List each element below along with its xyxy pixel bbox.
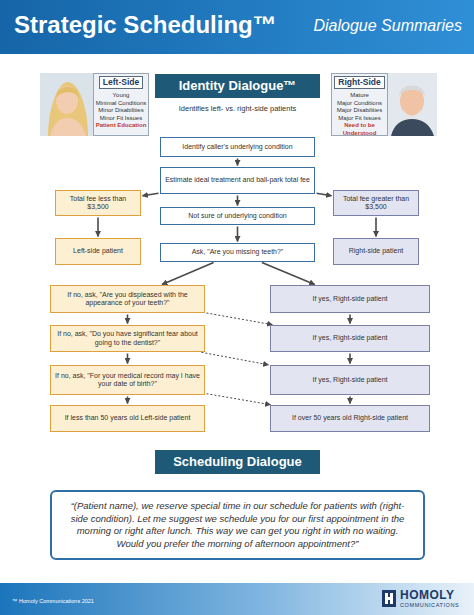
- flow-arrow: [127, 315, 129, 324]
- flow-arrow: [375, 218, 377, 237]
- flow-arrow: [97, 218, 99, 237]
- panel-item: Minor Disabilities: [98, 107, 143, 115]
- panel-item: Patient Education: [96, 122, 147, 130]
- panel-item: Minor Fit Issues: [100, 115, 142, 123]
- flow-arrow: [317, 193, 332, 196]
- panel-item: Need to be Understood: [333, 122, 386, 137]
- panel-item: Major Conditions: [337, 100, 382, 108]
- flow-arrow: [349, 315, 351, 324]
- right-box: If yes, Right-side patient: [270, 285, 430, 313]
- box-text: If less than 50 years old Left-side pati…: [65, 414, 191, 423]
- left-box: If no, ask, "Do you have significant fea…: [50, 325, 205, 352]
- box-text: Right-side patient: [349, 247, 403, 256]
- right-photo: [388, 73, 437, 136]
- box-text: Total fee greater than $3,500: [338, 195, 414, 212]
- box-text: If no, ask, "For your medical record may…: [55, 372, 200, 389]
- section-band: Identity Dialogue™ Identifies left- vs. r…: [155, 74, 320, 122]
- band-note: Identifies left- vs. right-side patients: [179, 104, 297, 114]
- page-title: Strategic Scheduling™: [14, 11, 277, 39]
- flow-arrow: [349, 354, 351, 364]
- side-panel: Left-SideYoungMinimal ConditionsMinor Di…: [93, 73, 149, 136]
- panel-item: Minimal Conditions: [96, 100, 147, 108]
- box-text: Left-side patient: [73, 247, 123, 256]
- left-box: If no, ask, "Are you displeased with the…: [50, 285, 205, 313]
- logo-text: COMMUNICATIONS: [400, 602, 459, 608]
- process-box: Ask, "Are you missing teeth?": [160, 243, 315, 262]
- flow-arrow: [127, 397, 129, 404]
- right-box: If yes, Right-side patient: [270, 325, 430, 352]
- panel-item: Major Disabilities: [337, 107, 382, 115]
- band-heading: Scheduling Dialogue: [155, 450, 320, 474]
- copyright-note: ™ Homoly Communications 2021: [12, 598, 94, 604]
- box-text: If yes, Right-side patient: [312, 295, 387, 304]
- box-text: Not sure of underlying condition: [188, 212, 286, 221]
- dotted-arrow: [207, 313, 273, 325]
- process-box: Identify caller's underlying condition: [160, 137, 315, 157]
- panel-item: Major Fit Issues: [338, 115, 380, 123]
- band-heading: Identity Dialogue™: [155, 74, 320, 98]
- flow-arrow: [237, 159, 239, 166]
- flow-arrow: [349, 397, 351, 404]
- right-box: If over 50 years old Right-side patient: [270, 405, 430, 432]
- dotted-arrow: [201, 352, 268, 365]
- flow-arrow: [127, 354, 129, 364]
- process-box: Not sure of underlying condition: [160, 207, 315, 225]
- right-box: Total fee greater than $3,500: [333, 190, 419, 216]
- panel-item: Young: [113, 92, 130, 100]
- box-text: If no, ask, "Are you displeased with the…: [55, 291, 200, 308]
- footer-band: [0, 583, 474, 615]
- box-text: Total fee less than $3,500: [60, 195, 136, 212]
- logo-text: HOMOLY: [400, 588, 455, 602]
- left-box: Left-side patient: [55, 238, 141, 265]
- box-text: If no, ask, "Do you have significant fea…: [55, 330, 200, 347]
- box-text: Estimate ideal treatment and ball-park t…: [165, 176, 310, 185]
- dotted-arrow: [207, 394, 271, 405]
- left-box: Total fee less than $3,500: [55, 190, 141, 216]
- left-box: If less than 50 years old Left-side pati…: [50, 405, 205, 432]
- script-box: “(Patient name), we reserve special time…: [50, 490, 425, 560]
- right-box: If yes, Right-side patient: [270, 365, 430, 395]
- section-band: Scheduling Dialogue: [155, 450, 320, 478]
- right-box: Right-side patient: [333, 238, 419, 265]
- flow-arrow: [262, 263, 315, 285]
- flow-arrow: [162, 263, 214, 285]
- panel-heading: Left-Side: [99, 76, 143, 89]
- process-box: Estimate ideal treatment and ball-park t…: [160, 167, 315, 194]
- subtitle: Dialogue Summaries: [313, 17, 462, 35]
- panel-item: Mature: [350, 92, 369, 100]
- logo-mark: [382, 590, 396, 607]
- box-text: If yes, Right-side patient: [312, 376, 387, 385]
- flow-arrow: [237, 227, 239, 242]
- box-text: If yes, Right-side patient: [312, 334, 387, 343]
- box-text: Ask, "Are you missing teeth?": [192, 248, 284, 257]
- panel-heading: Right-Side: [334, 76, 385, 89]
- side-panel: Right-SideMatureMajor ConditionsMajor Di…: [331, 73, 388, 136]
- left-photo: [40, 73, 94, 136]
- header-band: [0, 0, 474, 54]
- box-text: If over 50 years old Right-side patient: [292, 414, 408, 423]
- left-box: If no, ask, "For your medical record may…: [50, 365, 205, 395]
- script-text: “(Patient name), we reserve special time…: [66, 500, 409, 550]
- box-text: Identify caller's underlying condition: [182, 143, 292, 152]
- flow-arrow: [237, 196, 239, 206]
- flow-arrow: [143, 193, 159, 196]
